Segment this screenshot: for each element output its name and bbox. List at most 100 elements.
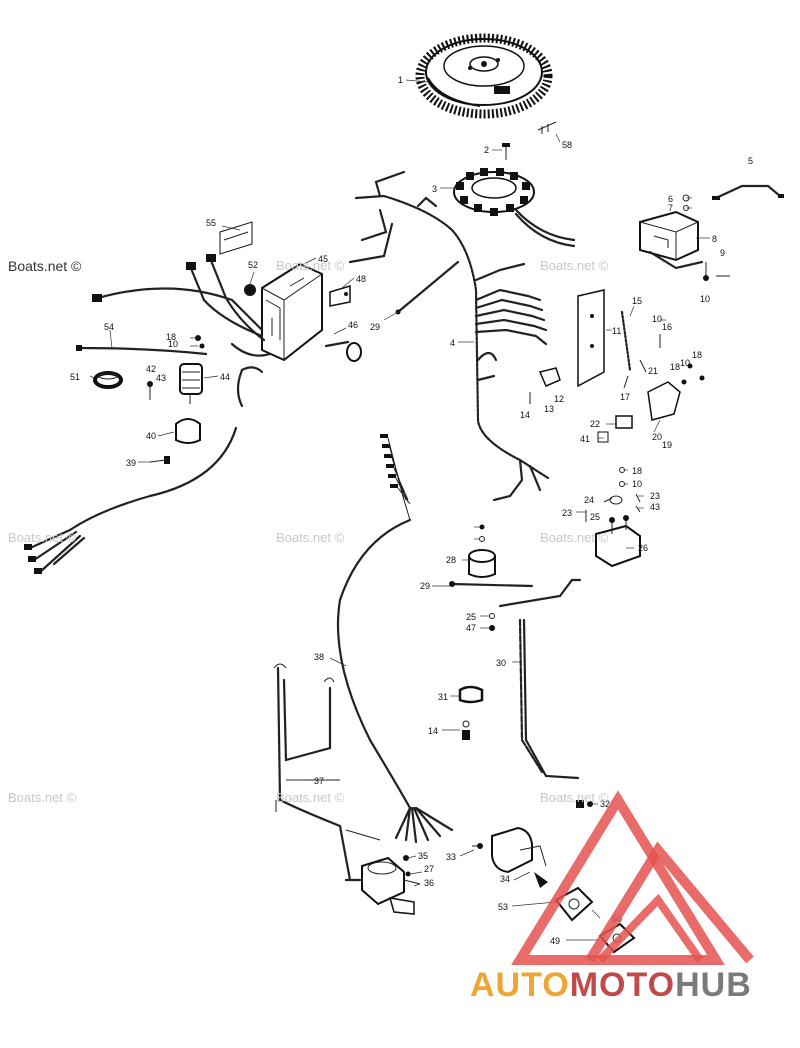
callout-10-solenoid: 10 bbox=[632, 479, 642, 489]
plug-48 bbox=[329, 284, 351, 307]
warning-horn bbox=[344, 855, 421, 915]
callout-18-right-b: 18 bbox=[692, 350, 702, 360]
callout-29-lower: 29 bbox=[420, 581, 430, 591]
callout-23-right: 23 bbox=[650, 491, 660, 501]
callout-21: 21 bbox=[648, 366, 658, 376]
watermark-text: Boats.net © bbox=[8, 530, 77, 545]
nut-52 bbox=[244, 284, 256, 296]
callout-15: 15 bbox=[632, 296, 642, 306]
callout-52: 52 bbox=[248, 260, 258, 270]
callout-1: 1 bbox=[398, 75, 403, 85]
stator bbox=[453, 168, 576, 248]
callout-16: 16 bbox=[662, 322, 672, 332]
callout-10-left: 10 bbox=[168, 339, 178, 349]
callout-14-lower: 14 bbox=[428, 726, 438, 736]
callout-9: 9 bbox=[720, 248, 725, 258]
callout-24: 24 bbox=[584, 495, 594, 505]
callout-17: 17 bbox=[620, 392, 630, 402]
callout-42: 42 bbox=[146, 364, 156, 374]
clamp-40 bbox=[175, 418, 201, 444]
watermark-text: Boats.net © bbox=[540, 790, 609, 805]
callout-47: 47 bbox=[466, 623, 476, 633]
watermark-text: Boats.net © bbox=[8, 258, 82, 274]
clip-31 bbox=[458, 685, 484, 704]
spark-plug-leads bbox=[92, 254, 272, 357]
callout-45: 45 bbox=[318, 254, 328, 264]
callout-25-lower: 25 bbox=[466, 612, 476, 622]
callout-53: 53 bbox=[498, 902, 508, 912]
callout-26: 26 bbox=[638, 543, 648, 553]
callout-54: 54 bbox=[104, 322, 114, 332]
wiring-harness bbox=[348, 170, 550, 502]
switch-box bbox=[261, 262, 323, 362]
callout-11: 11 bbox=[612, 326, 621, 336]
callout-40: 40 bbox=[146, 431, 156, 441]
callout-8: 8 bbox=[712, 234, 717, 244]
callout-3: 3 bbox=[432, 184, 437, 194]
key-58 bbox=[537, 121, 557, 134]
callout-19: 19 bbox=[662, 440, 672, 450]
callout-35: 35 bbox=[418, 851, 428, 861]
harness-38 bbox=[336, 434, 454, 844]
callout-10-right: 10 bbox=[680, 358, 690, 368]
callout-49: 49 bbox=[550, 936, 560, 946]
callout-27: 27 bbox=[424, 864, 434, 874]
plate-50 bbox=[554, 886, 594, 922]
callout-2: 2 bbox=[484, 145, 489, 155]
callout-18-left: 18 bbox=[166, 332, 176, 342]
wire-5 bbox=[712, 184, 784, 200]
callout-43-left: 43 bbox=[156, 373, 166, 383]
ignition-switch bbox=[472, 826, 548, 888]
starter-solenoid bbox=[585, 467, 641, 568]
callout-18-right-a: 18 bbox=[670, 362, 680, 372]
screw-2 bbox=[502, 143, 510, 160]
callout-28: 28 bbox=[446, 555, 456, 565]
callout-51: 51 bbox=[70, 372, 80, 382]
callout-20: 20 bbox=[652, 432, 662, 442]
callout-18-solenoid: 18 bbox=[632, 466, 642, 476]
watermark-text: Boats.net © bbox=[8, 790, 77, 805]
callout-33: 33 bbox=[446, 852, 456, 862]
watermark-text: Boats.net © bbox=[276, 258, 345, 273]
logo-mark bbox=[511, 790, 754, 965]
watermark-text: Boats.net © bbox=[276, 530, 345, 545]
cable-tie-lower bbox=[449, 581, 534, 588]
solenoid-28 bbox=[468, 524, 496, 578]
callout-58: 58 bbox=[562, 140, 572, 150]
callout-37: 37 bbox=[314, 776, 324, 786]
callout-labels: 1 2 3 4 5 6 7 8 9 10 10 10 10 10 11 12 1… bbox=[70, 75, 753, 946]
wire-54 bbox=[76, 335, 208, 356]
callout-34: 34 bbox=[500, 874, 510, 884]
callout-30: 30 bbox=[496, 658, 506, 668]
callout-29-upper: 29 bbox=[370, 322, 380, 332]
callout-55: 55 bbox=[206, 218, 216, 228]
ring-51 bbox=[93, 371, 123, 389]
callout-38: 38 bbox=[314, 652, 324, 662]
rubber-46 bbox=[324, 340, 362, 362]
callout-44: 44 bbox=[220, 372, 230, 382]
callout-25-solenoid: 25 bbox=[590, 512, 600, 522]
label-decal-55 bbox=[219, 221, 253, 255]
callout-39: 39 bbox=[126, 458, 136, 468]
callout-10-bracket: 10 bbox=[652, 314, 662, 324]
rectifier bbox=[639, 194, 730, 281]
screw-14-lower bbox=[462, 720, 470, 740]
flywheel bbox=[415, 33, 553, 119]
callout-43-right: 43 bbox=[650, 502, 660, 512]
callout-22: 22 bbox=[590, 419, 600, 429]
callout-23-left: 23 bbox=[562, 508, 572, 518]
callout-13: 13 bbox=[544, 404, 554, 414]
brand-part-3: HUB bbox=[675, 966, 752, 1004]
callout-4: 4 bbox=[450, 338, 455, 348]
callout-36: 36 bbox=[424, 878, 434, 888]
callout-32: 32 bbox=[600, 799, 610, 809]
brand-logo: AUTOMOTOHUB bbox=[470, 966, 800, 1006]
brand-part-2: MOTO bbox=[569, 966, 676, 1004]
wire-30 bbox=[489, 578, 582, 780]
callout-46: 46 bbox=[348, 320, 358, 330]
callout-12: 12 bbox=[554, 394, 564, 404]
callout-31: 31 bbox=[438, 692, 448, 702]
watermark-text: Boats.net © bbox=[540, 530, 609, 545]
